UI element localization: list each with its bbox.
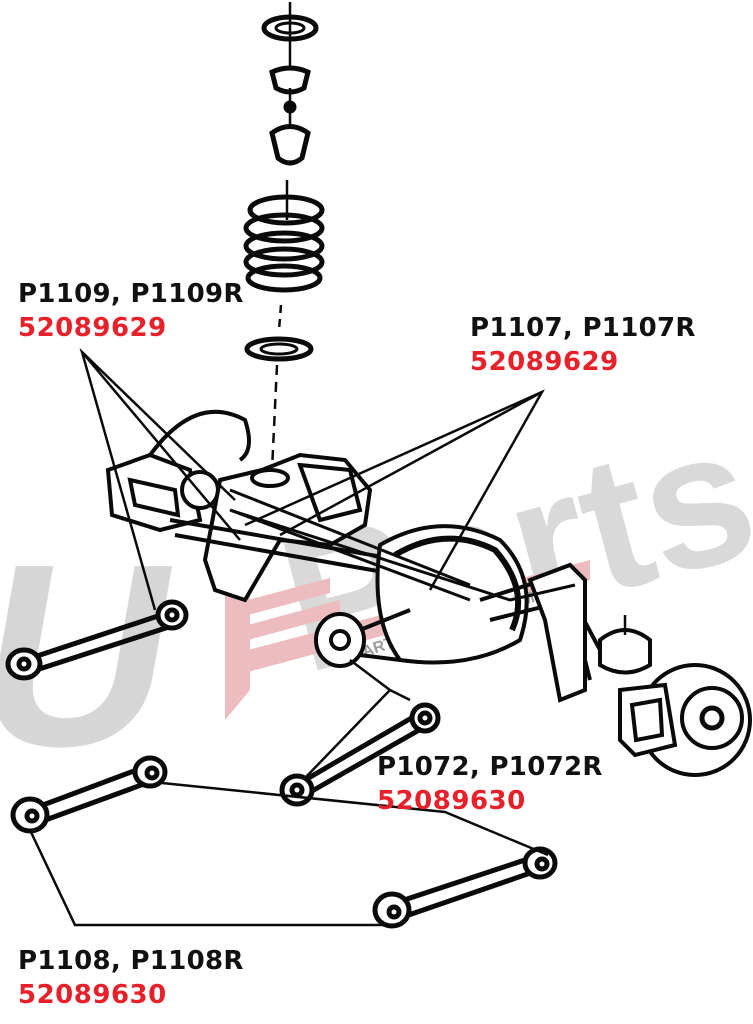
upper-arm-right	[229, 508, 576, 602]
arm-p1108-lower	[372, 846, 558, 929]
part-numbers-p1107: P1107, P1107R	[470, 313, 696, 343]
upper-arm-left	[229, 488, 471, 602]
strut-stack	[243, 2, 325, 471]
part-numbers-p1108: P1108, P1108R	[18, 946, 244, 976]
leader-lines	[28, 347, 549, 927]
control-arms	[5, 599, 558, 929]
callout-upper-left: P1109, P1109R 52089629	[18, 281, 244, 343]
leader-p1108	[28, 781, 549, 927]
bump-stop	[269, 124, 311, 166]
leader-p1072	[304, 659, 411, 779]
leader-p1109	[79, 347, 241, 611]
oem-number-middle-right: 52089630	[377, 786, 526, 816]
arm-p1109	[5, 599, 189, 681]
upper-spring-insulator	[261, 14, 319, 42]
left-brake-disc	[138, 409, 251, 472]
part-numbers-p1072: P1072, P1072R	[377, 752, 603, 782]
arm-p1108-upper	[10, 755, 168, 834]
part-numbers-p1109: P1109, P1109R	[18, 279, 244, 309]
oem-number-upper-left: 52089629	[18, 313, 167, 343]
lower-spring-insulator	[244, 336, 314, 362]
callout-middle-right: P1072, P1072R 52089630	[377, 754, 603, 816]
pinion-flange	[314, 612, 366, 668]
spring-seat	[269, 65, 311, 95]
axle-assembly	[105, 409, 752, 777]
oem-number-upper-right: 52089629	[470, 347, 619, 377]
right-bracket	[527, 562, 587, 703]
right-shock-mount	[598, 628, 652, 675]
oem-number-bottom-left: 52089630	[18, 980, 167, 1010]
callout-upper-right: P1107, P1107R 52089629	[470, 315, 696, 377]
coil-spring	[243, 194, 325, 293]
right-caliper	[618, 682, 678, 758]
bump-stop-ball	[283, 100, 297, 114]
callout-bottom-left: P1108, P1108R 52089630	[18, 948, 244, 1010]
leader-p1107	[244, 389, 545, 591]
